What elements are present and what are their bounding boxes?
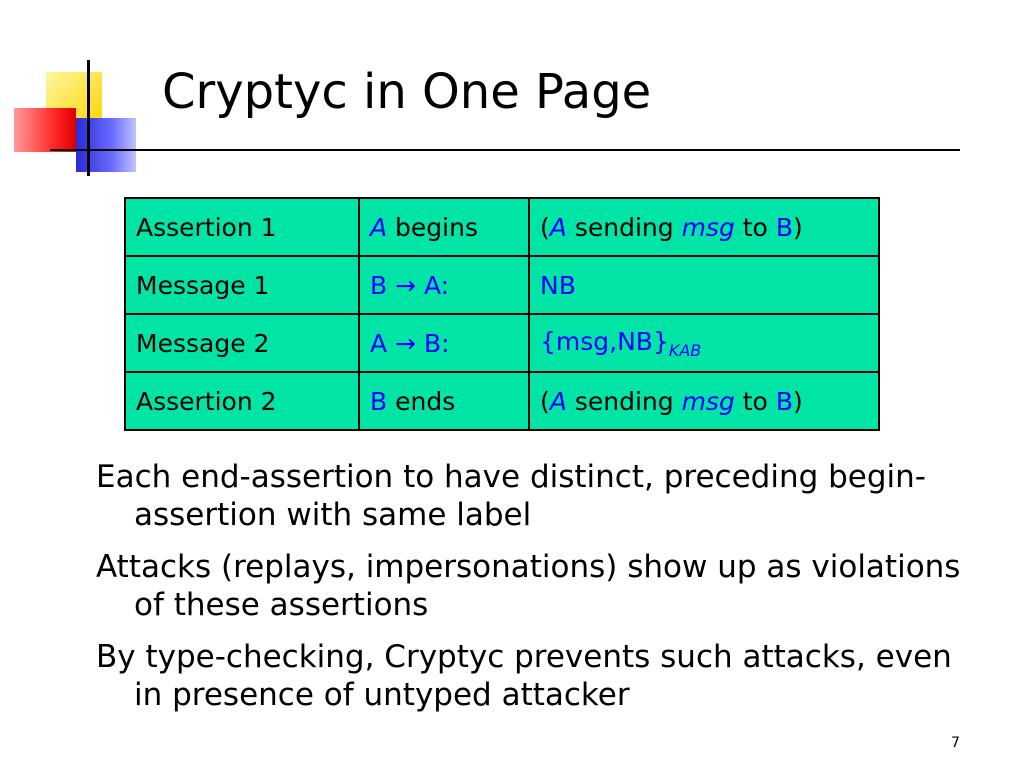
row-detail: (A sending msg to B) [528,197,880,257]
row-label: Assertion 1 [124,197,360,257]
page-number: 7 [951,735,960,751]
bullet-item: By type-checking, Cryptyc prevents such … [96,639,952,713]
row-event: B → A: [358,255,530,315]
table-row: Assertion 1 A begins (A sending msg to B… [124,197,880,257]
table-row: Assertion 2 B ends (A sending msg to B) [124,371,880,431]
row-label: Message 2 [124,313,360,373]
table-row: Message 2 A → B: {msg,NB}KAB [124,313,880,373]
row-detail: NB [528,255,880,315]
title-underline [50,149,960,151]
row-event: B ends [358,371,530,431]
logo-vertical-rule [87,60,90,176]
table-row: Message 1 B → A: NB [124,255,880,315]
row-event: A → B: [358,313,530,373]
row-detail: {msg,NB}KAB [528,313,880,373]
bullet-item: Each end-assertion to have distinct, pre… [96,459,926,533]
row-detail: (A sending msg to B) [528,371,880,431]
assertion-table: Assertion 1 A begins (A sending msg to B… [124,197,880,431]
row-label: Message 1 [124,255,360,315]
logo-blue-square [76,118,136,172]
slide-title: Cryptyc in One Page [162,64,652,120]
logo-red-square [14,108,76,152]
bullet-item: Attacks (replays, impersonations) show u… [96,549,961,623]
slide-logo [0,0,140,190]
row-event: A begins [358,197,530,257]
bullet-list: Each end-assertion to have distinct, pre… [96,458,976,728]
row-label: Assertion 2 [124,371,360,431]
